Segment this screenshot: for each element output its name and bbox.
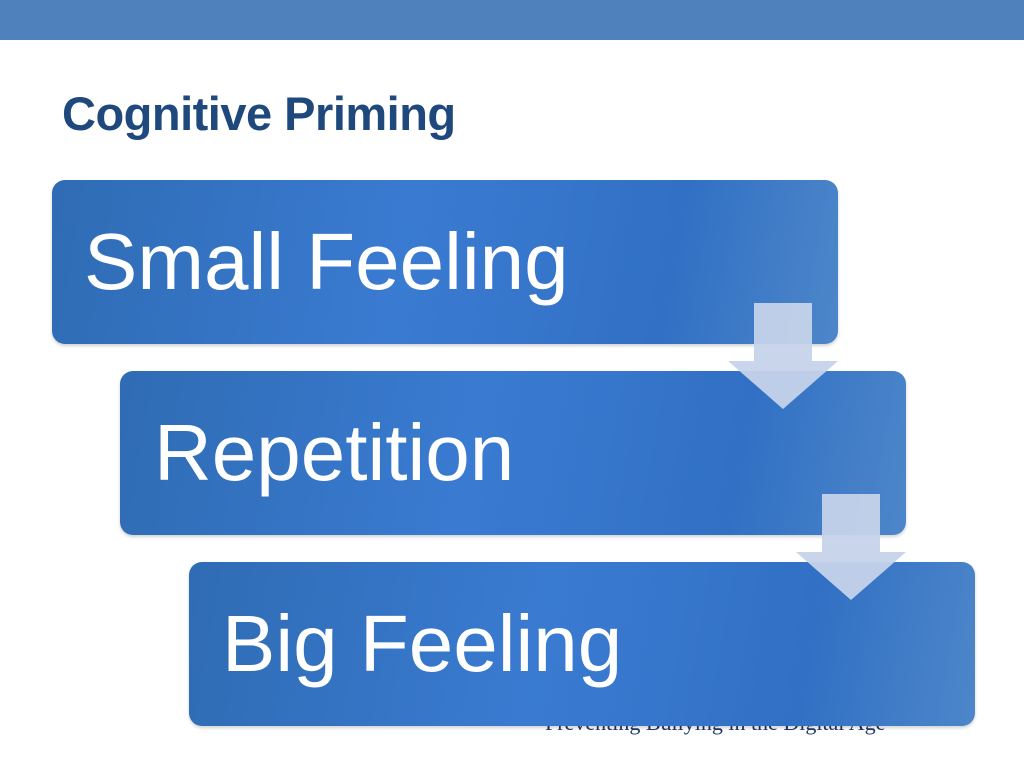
down-arrow-icon bbox=[796, 494, 906, 600]
down-arrow-icon bbox=[728, 303, 838, 409]
process-step-label: Small Feeling bbox=[84, 217, 569, 306]
process-step-label: Big Feeling bbox=[222, 599, 623, 688]
top-accent-bar bbox=[0, 0, 1024, 40]
process-step-label: Repetition bbox=[154, 408, 515, 497]
process-step-small-feeling: Small Feeling bbox=[52, 180, 838, 344]
slide-title: Cognitive Priming bbox=[62, 87, 456, 140]
